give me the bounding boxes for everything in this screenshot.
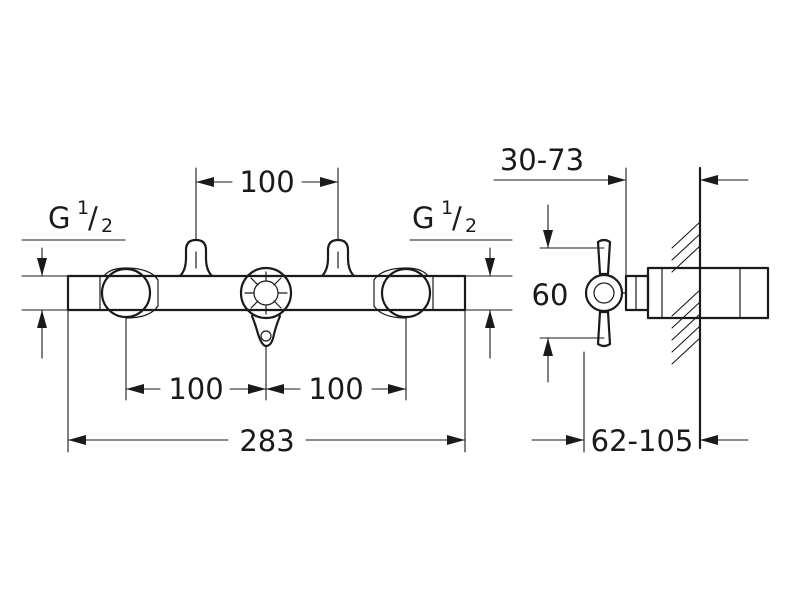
bottom-outlet xyxy=(250,314,282,348)
wall-hatching xyxy=(671,221,701,365)
dim-side-depth-bottom xyxy=(531,351,749,453)
mounting-lug-left xyxy=(178,238,214,278)
side-pipe-body xyxy=(646,266,770,320)
label-bottom-spacing-right: 100 xyxy=(308,372,363,406)
dim-side-depth-top xyxy=(493,167,749,277)
label-top-spacing: 100 xyxy=(239,165,294,199)
side-valve xyxy=(584,238,627,348)
dim-overall-length xyxy=(67,309,466,453)
svg-text:2: 2 xyxy=(101,215,113,237)
dim-side-height xyxy=(539,204,605,383)
mounting-lug-right xyxy=(320,238,356,278)
dim-thread-right xyxy=(409,239,513,359)
label-thread-left: G 1 / 2 xyxy=(48,197,113,237)
central-valve xyxy=(239,266,293,320)
label-bottom-spacing-left: 100 xyxy=(168,372,223,406)
label-side-height: 60 xyxy=(532,278,569,312)
svg-text:G: G xyxy=(412,201,434,235)
right-connection-boss xyxy=(373,267,432,319)
svg-text:1: 1 xyxy=(77,197,89,219)
svg-text:G: G xyxy=(48,201,70,235)
svg-text:2: 2 xyxy=(465,215,477,237)
svg-text:/: / xyxy=(452,201,462,235)
side-view: 30-73 60 62-105 xyxy=(493,143,770,458)
label-side-depth-bottom: 62-105 xyxy=(591,424,694,458)
label-overall-length: 283 xyxy=(239,424,294,458)
dim-top-spacing xyxy=(195,167,339,241)
dim-thread-left xyxy=(21,239,126,359)
svg-text:/: / xyxy=(88,201,98,235)
front-view: 100 G 1 / 2 G 1 xyxy=(21,165,513,458)
label-thread-right: G 1 / 2 xyxy=(412,197,477,237)
label-side-depth-top: 30-73 xyxy=(500,143,584,177)
svg-text:1: 1 xyxy=(441,197,453,219)
dim-bottom-spacing xyxy=(125,317,407,401)
side-coupling xyxy=(624,274,650,312)
left-connection-boss xyxy=(100,267,159,319)
